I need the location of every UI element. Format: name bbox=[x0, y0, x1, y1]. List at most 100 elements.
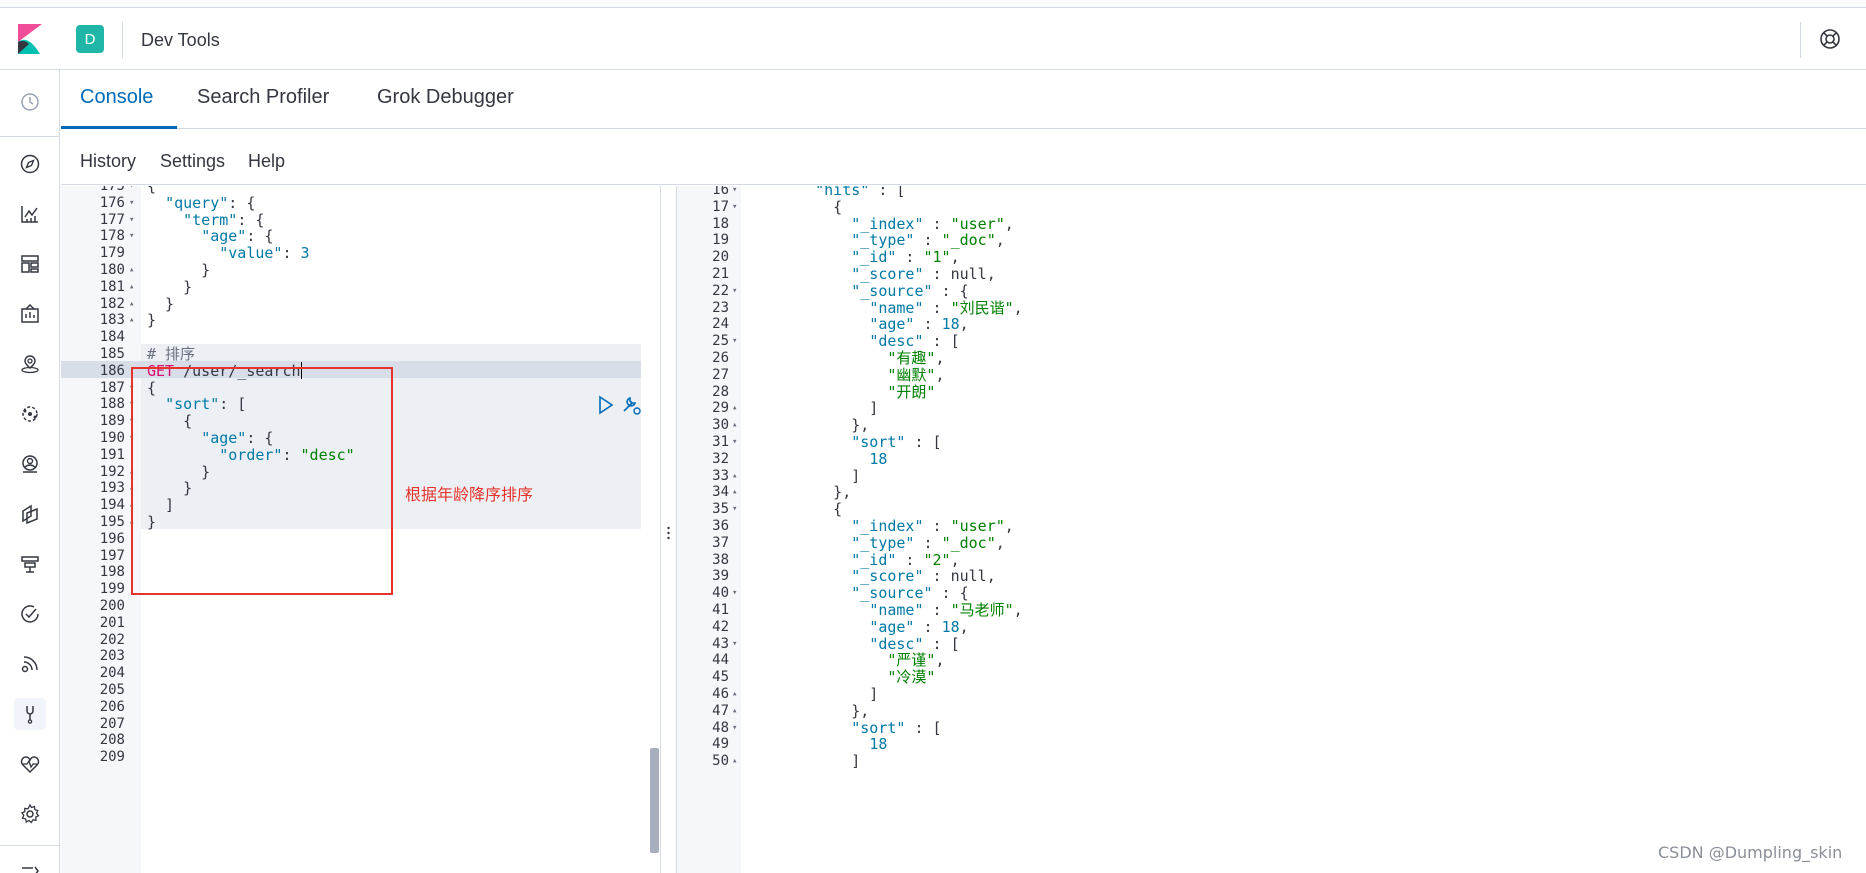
send-request-play-icon[interactable] bbox=[599, 395, 614, 415]
space-avatar[interactable]: D bbox=[76, 25, 104, 53]
menu-help[interactable]: Help bbox=[248, 151, 286, 171]
fold-open-icon[interactable]: ▾ bbox=[129, 214, 135, 225]
fold-close-icon[interactable]: ▴ bbox=[732, 705, 738, 716]
siem-icon[interactable] bbox=[14, 648, 46, 680]
request-editor-scrollbar[interactable] bbox=[650, 748, 659, 853]
line-number: 22 bbox=[712, 282, 729, 299]
fold-close-icon[interactable]: ▴ bbox=[129, 265, 135, 275]
code-token: "严谨" bbox=[887, 651, 936, 670]
code-token: } bbox=[147, 294, 175, 313]
recent-clock-icon[interactable] bbox=[14, 86, 46, 118]
code-line: 175▾{ bbox=[61, 186, 656, 196]
dev-tools-wrench-icon[interactable] bbox=[14, 698, 46, 730]
fold-close-icon[interactable]: ▴ bbox=[732, 420, 738, 431]
fold-open-icon[interactable]: ▾ bbox=[732, 285, 738, 296]
line-number: 38 bbox=[712, 551, 729, 568]
response-viewer[interactable]: 16▾ "hits" : [17▾ {18 "_index" : "user",… bbox=[677, 186, 1866, 873]
fold-close-icon[interactable]: ▴ bbox=[129, 315, 135, 326]
fold-open-icon[interactable]: ▾ bbox=[732, 437, 738, 447]
infrastructure-icon[interactable] bbox=[14, 448, 46, 480]
apm-icon[interactable] bbox=[14, 548, 46, 580]
menu-history[interactable]: History bbox=[80, 151, 137, 171]
code-line: 32 18 bbox=[677, 449, 1866, 469]
code-text: { bbox=[779, 197, 842, 217]
line-number: 185 bbox=[99, 346, 125, 362]
line-number: 50 bbox=[712, 753, 729, 770]
logs-icon[interactable] bbox=[14, 498, 46, 530]
line-number: 202 bbox=[99, 631, 125, 648]
code-token: : [ bbox=[923, 634, 960, 653]
fold-open-icon[interactable]: ▾ bbox=[732, 186, 738, 195]
code-line: 204 bbox=[61, 663, 656, 683]
menu-settings[interactable]: Settings bbox=[160, 151, 226, 171]
code-line: 196 bbox=[61, 529, 656, 549]
help-lifebuoy-icon[interactable] bbox=[1818, 27, 1842, 51]
fold-open-icon[interactable]: ▾ bbox=[732, 504, 738, 515]
code-line: 203 bbox=[61, 646, 656, 666]
fold-open-icon[interactable]: ▾ bbox=[732, 722, 738, 733]
code-token: "1" bbox=[923, 248, 951, 267]
code-text: } bbox=[147, 260, 210, 280]
code-token: : bbox=[923, 214, 951, 233]
fold-open-icon[interactable]: ▾ bbox=[129, 186, 135, 191]
maps-icon[interactable] bbox=[14, 348, 46, 380]
canvas-icon[interactable] bbox=[14, 298, 46, 330]
code-token: "_type" bbox=[851, 533, 915, 552]
fold-close-icon[interactable]: ▴ bbox=[732, 487, 738, 498]
fold-open-icon[interactable]: ▾ bbox=[732, 336, 738, 347]
kibana-logo-icon[interactable] bbox=[14, 22, 46, 56]
code-token: { bbox=[779, 197, 843, 216]
discover-compass-icon[interactable] bbox=[14, 148, 46, 180]
code-text: "_score" : null, bbox=[779, 566, 996, 586]
code-text: { bbox=[147, 411, 192, 431]
code-token: : bbox=[914, 315, 942, 334]
code-token: { bbox=[147, 412, 193, 431]
tab-grok-debugger[interactable]: Grok Debugger bbox=[377, 86, 514, 108]
fold-close-icon[interactable]: ▴ bbox=[732, 403, 738, 414]
code-token: : bbox=[896, 550, 924, 569]
drag-handle-icon[interactable] bbox=[667, 526, 670, 540]
code-text: "幽默", bbox=[779, 365, 944, 385]
code-text: "value": 3 bbox=[147, 243, 309, 263]
code-token: : { bbox=[246, 429, 274, 447]
uptime-icon[interactable] bbox=[14, 598, 46, 630]
code-token: "age" bbox=[201, 429, 247, 447]
fold-open-icon[interactable]: ▾ bbox=[129, 197, 135, 208]
code-line: 209 bbox=[61, 747, 656, 767]
code-token: "user" bbox=[950, 214, 1005, 233]
stack-monitoring-heartbeat-icon[interactable] bbox=[14, 748, 46, 780]
line-number: 36 bbox=[712, 518, 729, 534]
fold-close-icon[interactable]: ▴ bbox=[129, 281, 135, 292]
line-number: 190 bbox=[99, 430, 125, 446]
tab-console[interactable]: Console bbox=[80, 86, 154, 108]
code-text: "age" : 18, bbox=[779, 617, 968, 637]
line-number: 49 bbox=[712, 736, 729, 753]
fold-close-icon[interactable]: ▴ bbox=[732, 756, 738, 767]
line-number: 30 bbox=[712, 417, 729, 434]
machine-learning-icon[interactable] bbox=[14, 398, 46, 430]
tab-search-profiler[interactable]: Search Profiler bbox=[197, 86, 330, 108]
code-token: "name" bbox=[869, 601, 924, 619]
collapse-nav-icon[interactable] bbox=[14, 855, 46, 873]
code-line: 46▴ ] bbox=[677, 684, 1866, 704]
request-options-wrench-icon[interactable] bbox=[623, 396, 641, 415]
fold-open-icon[interactable]: ▾ bbox=[129, 231, 135, 242]
code-token: "马老师" bbox=[950, 601, 1014, 619]
fold-close-icon[interactable]: ▴ bbox=[129, 298, 135, 309]
dashboard-icon[interactable] bbox=[14, 248, 46, 280]
management-gear-icon[interactable] bbox=[14, 798, 46, 830]
code-line: 191 "order": "desc" bbox=[61, 445, 656, 465]
code-token: "冷漠" bbox=[887, 668, 936, 687]
fold-open-icon[interactable]: ▾ bbox=[732, 638, 738, 649]
code-token: "desc" bbox=[300, 445, 355, 464]
fold-close-icon[interactable]: ▴ bbox=[732, 689, 738, 699]
header-divider-right bbox=[1800, 22, 1801, 58]
code-line: 178▾ "age": { bbox=[61, 226, 656, 246]
line-number: 205 bbox=[99, 682, 125, 698]
fold-open-icon[interactable]: ▾ bbox=[732, 588, 738, 599]
editor-splitter[interactable] bbox=[660, 186, 677, 873]
fold-close-icon[interactable]: ▴ bbox=[732, 470, 738, 481]
code-token: } bbox=[147, 479, 193, 498]
fold-open-icon[interactable]: ▾ bbox=[732, 201, 738, 212]
visualize-chart-icon[interactable] bbox=[14, 198, 46, 230]
